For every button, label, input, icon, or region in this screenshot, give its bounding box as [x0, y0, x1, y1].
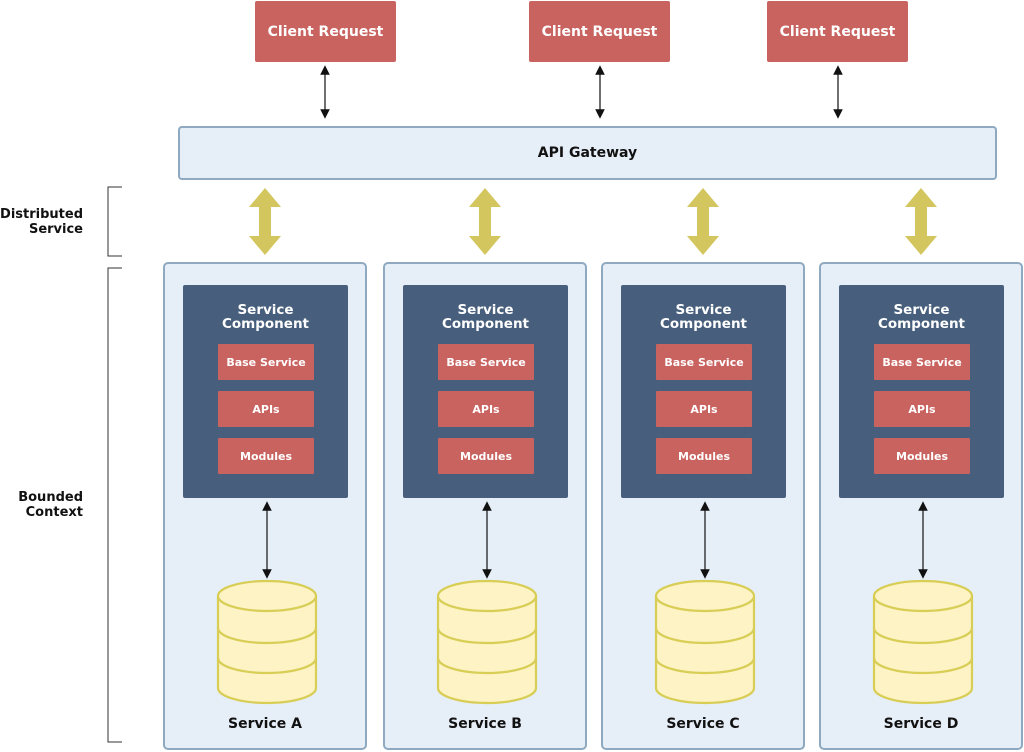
database-icon — [216, 579, 318, 705]
bounded-context-box-b: Service Component Base Service APIs Modu… — [383, 262, 587, 750]
base-service-box: Base Service — [438, 344, 534, 380]
distributed-service-label: Distributed Service — [0, 207, 83, 237]
bounded-context-label: Bounded Context — [0, 490, 83, 520]
bounded-context-box-d: Service Component Base Service APIs Modu… — [819, 262, 1023, 750]
title-line: Component — [441, 316, 530, 332]
apis-box: APIs — [656, 391, 752, 427]
service-component-title: Service Component — [183, 303, 348, 331]
service-component-box: Service Component Base Service APIs Modu… — [183, 285, 348, 498]
service-component-title: Service Component — [621, 303, 786, 331]
label-line: Distributed — [0, 207, 83, 222]
modules-box: Modules — [874, 438, 970, 474]
client-request-box-3: Client Request — [767, 1, 908, 62]
label-line: Context — [25, 505, 83, 520]
title-line: Component — [877, 316, 966, 332]
base-service-box: Base Service — [656, 344, 752, 380]
fat-arrow-a — [249, 188, 281, 255]
service-name-label: Service B — [448, 716, 522, 732]
service-name-label: Service D — [883, 716, 959, 732]
modules-box: Modules — [656, 438, 752, 474]
fat-arrow-b — [469, 188, 501, 255]
modules-box: Modules — [218, 438, 314, 474]
db-connector-layer — [216, 501, 318, 705]
bounded-context-box-c: Service Component Base Service APIs Modu… — [601, 262, 805, 750]
gateway-service-arrows — [249, 188, 937, 255]
database-icon — [872, 579, 974, 705]
apis-box: APIs — [218, 391, 314, 427]
service-component-title: Service Component — [403, 303, 568, 331]
apis-box: APIs — [874, 391, 970, 427]
fat-arrow-d — [905, 188, 937, 255]
title-line: Service — [675, 302, 732, 318]
service-component-title: Service Component — [839, 303, 1004, 331]
database-icon — [436, 579, 538, 705]
label-line: Service — [28, 222, 83, 237]
api-gateway: API Gateway — [178, 126, 997, 180]
service-name-label: Service C — [666, 716, 740, 732]
service-component-box: Service Component Base Service APIs Modu… — [403, 285, 568, 498]
apis-box: APIs — [438, 391, 534, 427]
title-line: Component — [659, 316, 748, 332]
database-icon — [654, 579, 756, 705]
modules-box: Modules — [438, 438, 534, 474]
title-line: Service — [237, 302, 294, 318]
db-connector-layer — [436, 501, 538, 705]
title-line: Service — [893, 302, 950, 318]
service-name-label: Service A — [228, 716, 302, 732]
distributed-service-bracket — [107, 186, 122, 257]
bounded-context-bracket — [107, 267, 122, 743]
db-connector-layer — [872, 501, 974, 705]
label-line: Bounded — [18, 490, 83, 505]
title-line: Component — [221, 316, 310, 332]
client-request-box-2: Client Request — [529, 1, 670, 62]
service-component-box: Service Component Base Service APIs Modu… — [839, 285, 1004, 498]
base-service-box: Base Service — [218, 344, 314, 380]
client-request-box-1: Client Request — [255, 1, 396, 62]
base-service-box: Base Service — [874, 344, 970, 380]
fat-arrow-c — [687, 188, 719, 255]
db-connector-layer — [654, 501, 756, 705]
title-line: Service — [457, 302, 514, 318]
bounded-context-box-a: Service Component Base Service APIs Modu… — [163, 262, 367, 750]
service-component-box: Service Component Base Service APIs Modu… — [621, 285, 786, 498]
